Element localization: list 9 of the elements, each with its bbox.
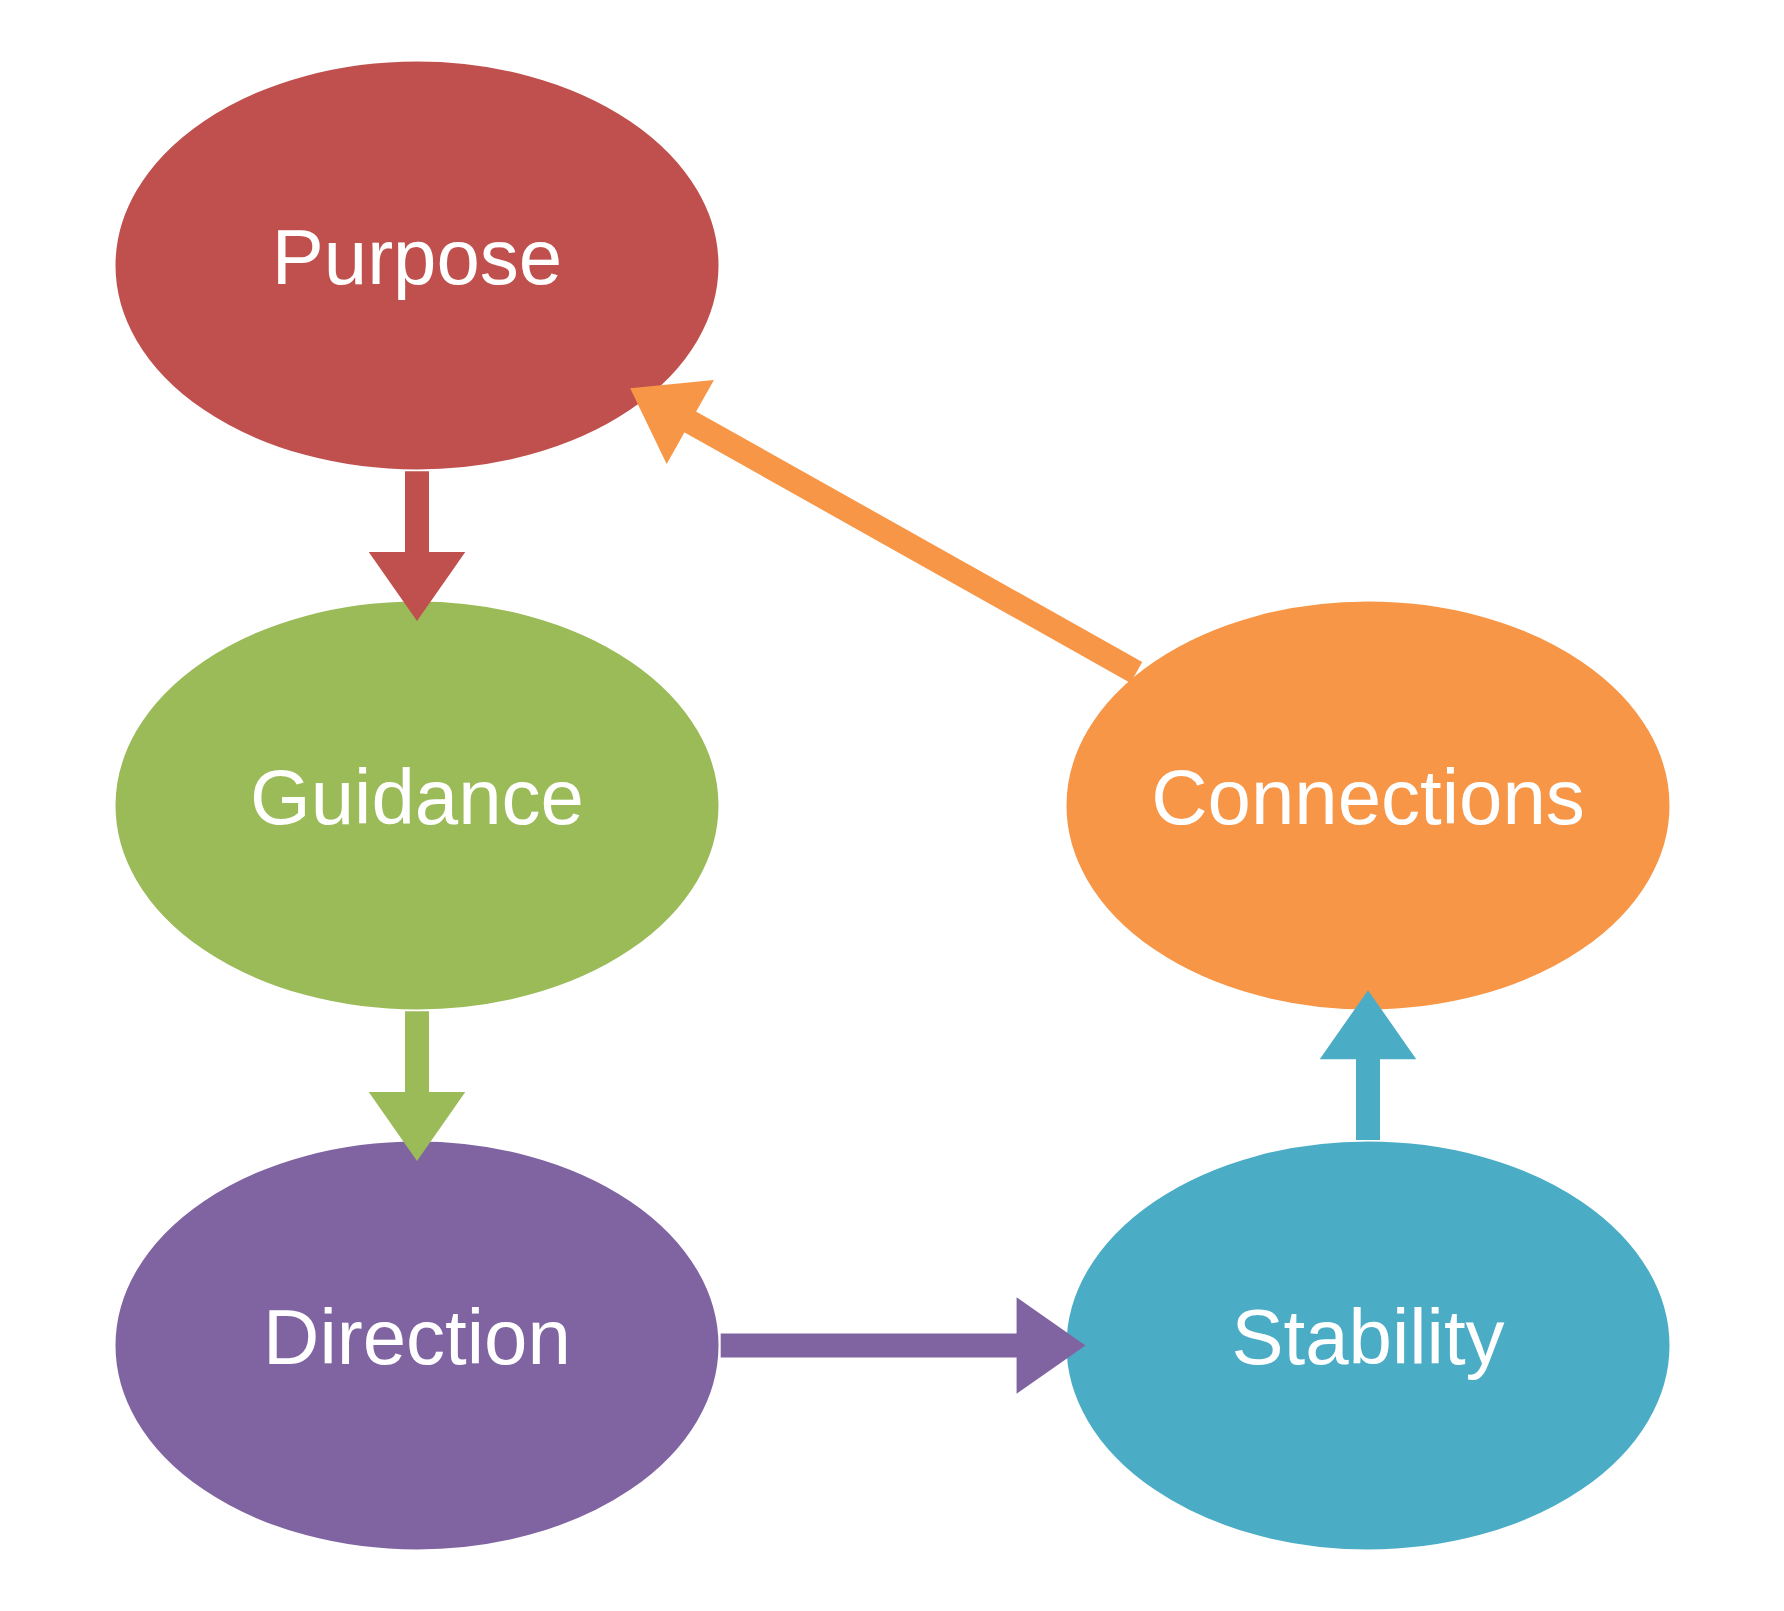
arrow (368, 471, 465, 621)
node-ellipse: Guidance (112, 598, 721, 1013)
node-ellipse: Connections (1063, 598, 1672, 1013)
arrow (1319, 990, 1416, 1140)
node-ellipse: Direction (112, 1138, 721, 1553)
arrow (629, 379, 1142, 683)
arrow (368, 1011, 465, 1161)
node-ellipse: Purpose (112, 58, 721, 473)
arrow (720, 1297, 1085, 1394)
